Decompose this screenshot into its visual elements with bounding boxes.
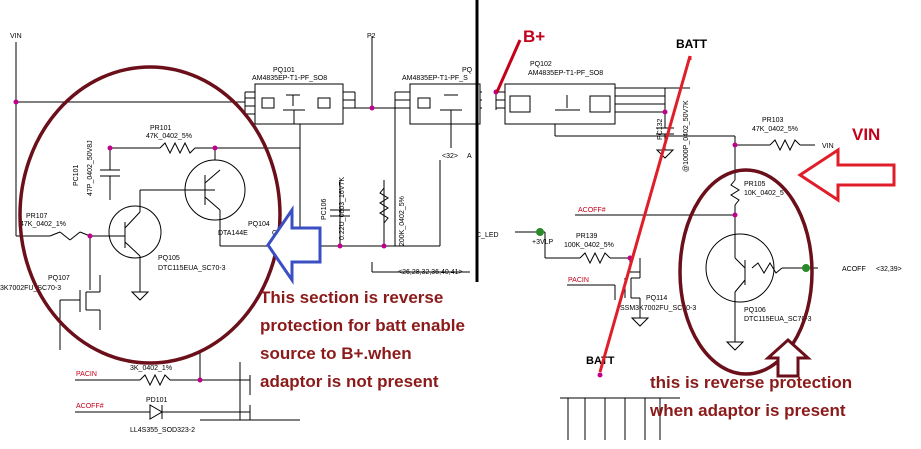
label-pr103: PR103 <box>762 117 784 124</box>
annotation-line-bplus <box>495 39 522 93</box>
annotation-vin-big: VIN <box>852 125 880 144</box>
label-vin-right: VIN <box>822 143 834 150</box>
label-vin-left: VIN <box>10 33 22 40</box>
right-note-line-1: this is reverse protection <box>650 373 852 392</box>
annotation-right-note: this is reverse protection when adaptor … <box>649 373 852 420</box>
label-c-led: C_LED <box>476 232 499 239</box>
label-pr107: PR107 <box>26 213 48 220</box>
label-pq102-part: AM4835EP-T1-PF_SO8 <box>528 70 603 77</box>
annotation-left-note: This section is reverse protection for b… <box>260 288 465 391</box>
label-pq105-part: DTC115EUA_SC70-3 <box>158 265 226 272</box>
label-pr139: PR139 <box>576 233 598 240</box>
label-ref32: <32> <box>442 153 458 160</box>
label-pd101: PD101 <box>146 397 168 404</box>
label-acoff-mid: ACOFF# <box>578 207 606 214</box>
label-pq106-part: DTC115EUA_SC70-3 <box>744 316 812 323</box>
annotation-circle-right <box>678 168 814 376</box>
annotation-arrow-up-icon <box>764 337 812 378</box>
label-pr105-val: 10K_0402_5 <box>744 190 784 197</box>
label-pq114: PQ114 <box>646 295 667 302</box>
label-pr105: PR105 <box>744 181 766 188</box>
label-pc132-val: @1000P_0402_50V7K <box>683 100 690 172</box>
label-pc101-val: 47P_0402_50V8J <box>87 140 94 196</box>
label-pq101: PQ101 <box>273 67 295 74</box>
label-acoff-right: ACOFF <box>842 266 866 273</box>
right-note-line-2: when adaptor is present <box>649 401 846 420</box>
label-pc132: PC132 <box>657 118 664 140</box>
label-pacin-right: PACIN <box>568 277 589 284</box>
label-pr107-val: 47K_0402_1% <box>20 221 66 228</box>
label-pr103-val: 47K_0402_5% <box>752 126 798 133</box>
annotation-circle-left <box>18 65 282 365</box>
green-net-dots <box>536 228 810 272</box>
label-r3k: 3K_0402_1% <box>130 365 172 372</box>
annotation-bplus: B+ <box>523 27 545 46</box>
label-pq102: PQ102 <box>530 61 552 68</box>
left-note-line-1: This section is reverse <box>260 288 443 307</box>
label-pq-mid: PQ <box>462 67 473 74</box>
label-pq107-part: 3K7002FU_SC70-3 <box>0 285 61 292</box>
label-d-part: LL4S355_SOD323-2 <box>130 427 195 434</box>
label-ref-a: A <box>467 153 472 160</box>
label-pc101: PC101 <box>73 164 80 186</box>
label-acoff-left: ACOFF# <box>76 403 104 410</box>
annotation-batt-top: BATT <box>676 37 708 51</box>
label-pc106: PC106 <box>321 198 328 220</box>
label-pq-mid-part: AM4835EP-T1-PF_S <box>402 75 468 82</box>
left-note-line-4: adaptor is not present <box>260 372 439 391</box>
annotation-line-batt-long <box>598 55 692 373</box>
label-acoff-ref: <32,39> <box>876 266 902 273</box>
label-pr101-val: 47K_0402_5% <box>146 133 192 140</box>
label-pc106-val: 0.22U_0603_16V7K <box>339 177 346 240</box>
label-3vlp: +3VLP <box>532 239 554 246</box>
annotation-arrow-red-icon <box>797 147 896 203</box>
label-batt-bottom: BATT <box>586 355 615 367</box>
label-pq104: PQ104 <box>248 221 270 228</box>
label-ref-list: <26,28,32,36,40,41> <box>398 269 463 276</box>
left-note-line-2: protection for batt enable <box>260 316 465 335</box>
label-r200k: 200K_0402_5% <box>399 196 406 246</box>
label-p2: P2 <box>367 33 376 40</box>
label-pr101: PR101 <box>150 125 172 132</box>
label-pq106: PQ106 <box>744 307 766 314</box>
label-pq114-part: SSM3K7002FU_SC70-3 <box>620 305 696 312</box>
annotation-arrow-blue-icon <box>266 205 322 285</box>
label-pq107: PQ107 <box>48 275 70 282</box>
label-pq101-part: AM4835EP-T1-PF_SO8 <box>252 75 327 82</box>
label-pacin-left: PACIN <box>76 371 97 378</box>
left-note-line-3: source to B+.when <box>260 344 412 363</box>
label-pq104-part: DTA144E <box>218 230 248 237</box>
left-wiring <box>15 36 482 421</box>
label-pq105: PQ105 <box>158 255 180 262</box>
label-pr139-val: 100K_0402_5% <box>564 242 614 249</box>
